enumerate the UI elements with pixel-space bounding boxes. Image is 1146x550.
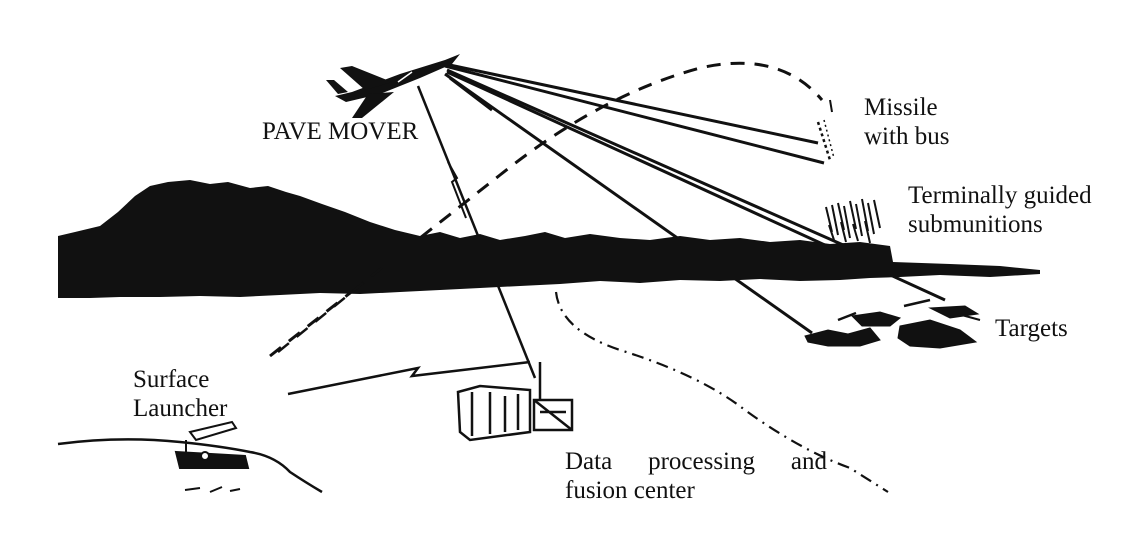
launcher-ground-line xyxy=(57,438,323,494)
beam-to-missile-upper xyxy=(444,62,819,145)
submunitions-label-line1: Terminally guided xyxy=(908,182,1092,209)
pave-mover-aircraft-icon xyxy=(326,54,460,118)
pave-mover-label: PAVE MOVER xyxy=(262,117,418,146)
surface-launcher-icon xyxy=(174,420,250,469)
downlink-line xyxy=(416,85,537,379)
downlink-zigzag xyxy=(447,161,467,219)
submunitions-label: Terminally guided submunitions xyxy=(908,181,1092,239)
targets-icon xyxy=(804,298,981,349)
data-processing-center-icon xyxy=(456,362,574,442)
data-processing-label-line1: Data processing and xyxy=(565,448,827,475)
missile-label-line1: Missile xyxy=(864,94,938,121)
beam-short xyxy=(449,76,493,112)
terrain-ridge xyxy=(58,180,1040,298)
missile-with-bus-label: Missile with bus xyxy=(864,93,949,151)
ground-trace xyxy=(554,291,889,493)
surface-launcher-label: Surface Launcher xyxy=(133,365,227,423)
targets-label: Targets xyxy=(995,314,1068,343)
launcher-ground-marks xyxy=(184,486,241,493)
beam-to-submunitions xyxy=(446,68,851,250)
submunitions-icon xyxy=(825,198,881,244)
beam-to-missile-lower xyxy=(444,64,825,165)
missile-icon xyxy=(816,99,835,161)
missile-trajectory xyxy=(269,61,824,358)
datalink-zigzag xyxy=(287,360,531,396)
pave-mover-text: PAVE MOVER xyxy=(262,118,419,145)
submunitions-label-line2: submunitions xyxy=(908,211,1043,238)
missile-label-line2: with bus xyxy=(864,123,950,150)
targets-text: Targets xyxy=(995,315,1068,342)
data-processing-label: Data processing and fusion center xyxy=(565,447,827,505)
beam-to-targets-near xyxy=(444,72,813,335)
surface-label-line1: Surface xyxy=(133,366,210,393)
data-processing-label-line2: fusion center xyxy=(565,477,695,504)
surface-label-line2: Launcher xyxy=(133,395,228,422)
